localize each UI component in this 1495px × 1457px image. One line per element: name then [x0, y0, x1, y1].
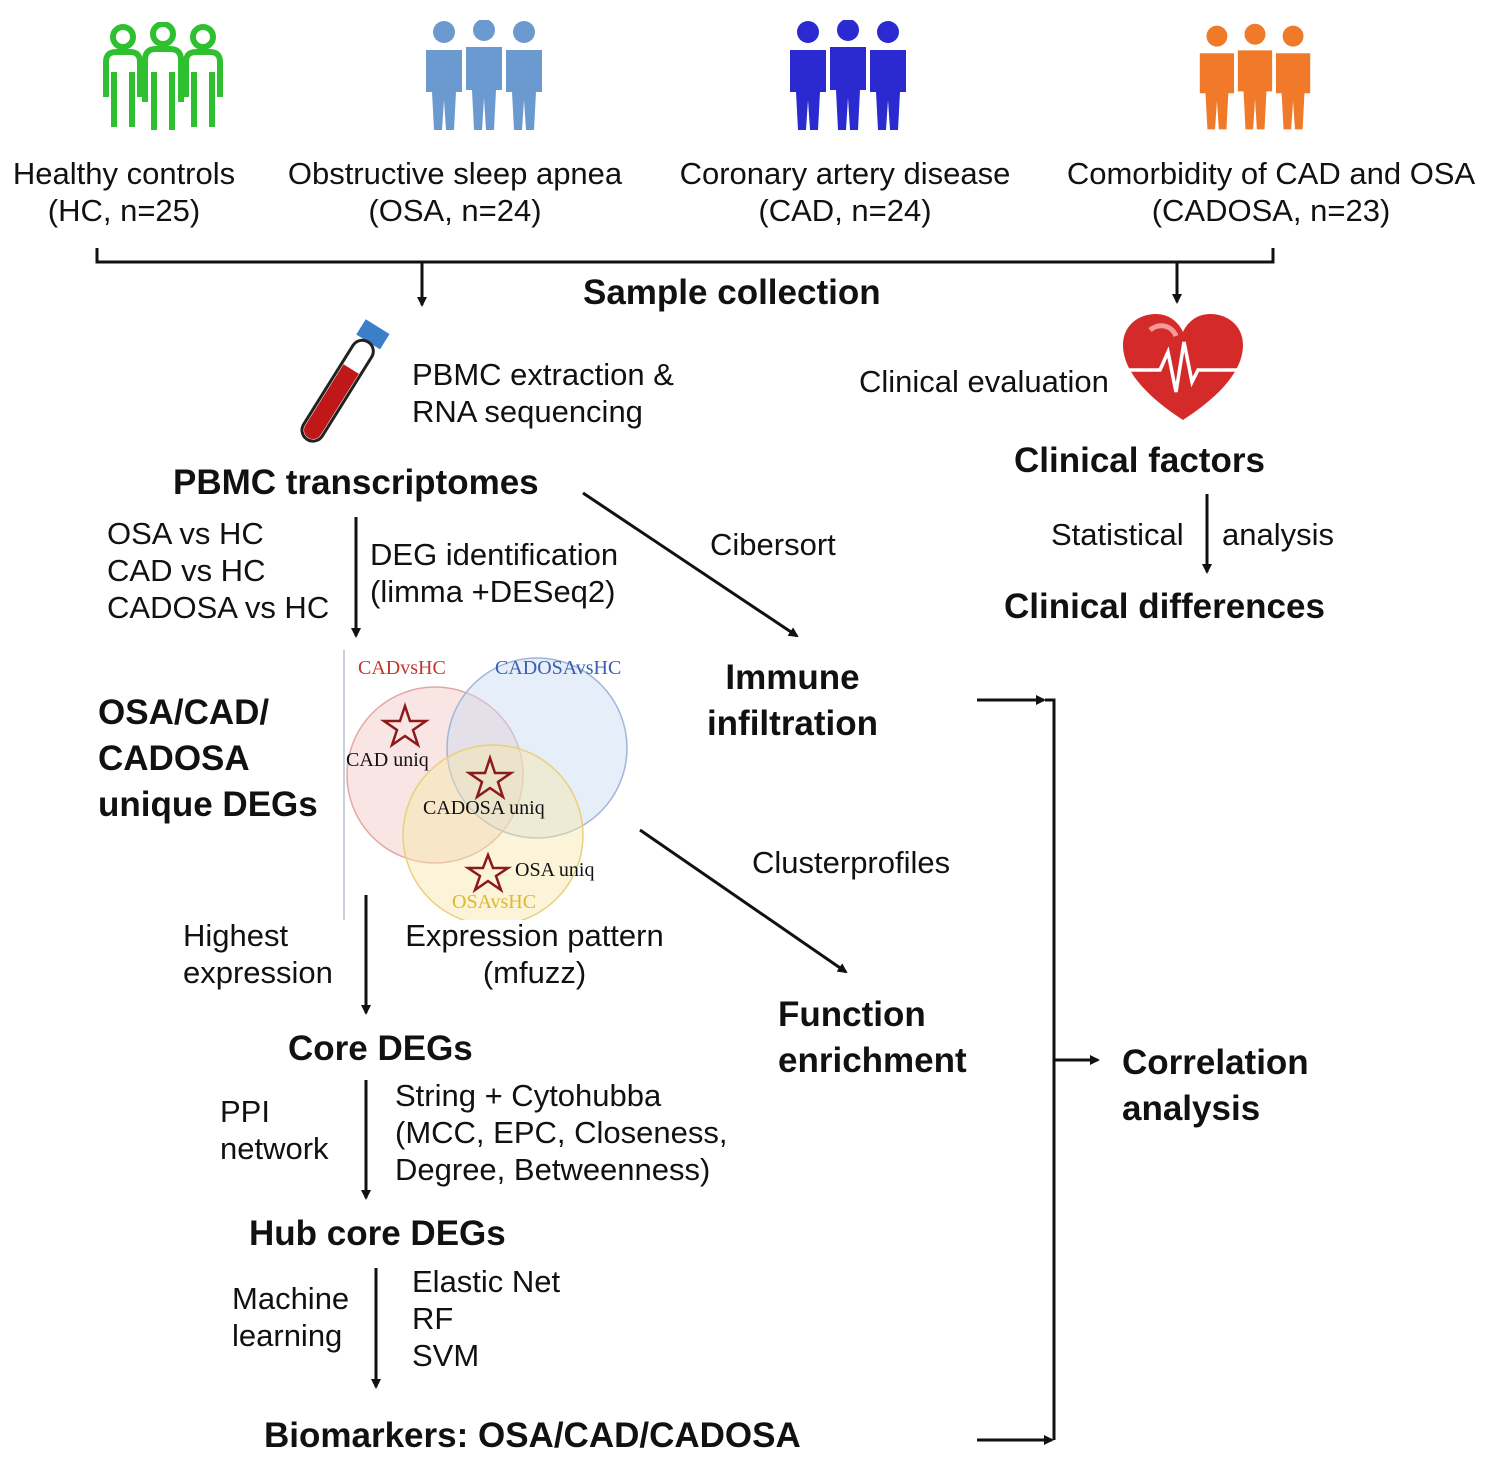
arrow-clusterprofiles: [639, 828, 848, 974]
core-degs-label: Core DEGs: [288, 1029, 473, 1068]
ppi-network-label: PPI network: [220, 1094, 329, 1167]
clinical-differences-label: Clinical differences: [1004, 587, 1325, 626]
heart-icon: [1123, 314, 1243, 420]
venn-cadosa-uniq: CADOSA uniq: [423, 797, 545, 819]
venn-osa-uniq: OSA uniq: [515, 859, 595, 881]
group-osa: Obstructive sleep apnea (OSA, n=24): [287, 156, 623, 229]
arrow-cibersort: [582, 491, 799, 638]
analysis-label: analysis: [1222, 517, 1334, 552]
blood-tube-icon: [300, 319, 390, 443]
string-cytohubba-label: String + Cytohubba (MCC, EPC, Closeness,…: [395, 1078, 728, 1188]
group-bracket: [95, 248, 1275, 264]
clinical-factors-label: Clinical factors: [1014, 441, 1265, 480]
venn-circle-cad: [346, 686, 524, 864]
pbmc-extraction-label: PBMC extraction & RNA sequencing: [412, 357, 674, 430]
venn-shapes: [343, 650, 628, 920]
clusterprofiles-label: Clusterprofiles: [752, 845, 951, 880]
group-cad: Coronary artery disease (CAD, n=24): [679, 156, 1011, 229]
cadosa-people-icon: [1199, 23, 1311, 130]
ml-methods-label: Elastic Net RF SVM: [412, 1264, 561, 1374]
comparisons-label: OSA vs HC CAD vs HC CADOSA vs HC: [107, 516, 330, 626]
immune-infiltration-label: Immune infiltration: [706, 658, 879, 743]
venn-cad-uniq: CAD uniq: [346, 749, 429, 771]
healthy-controls-people-icon: [103, 22, 223, 130]
unique-degs-label: OSA/CAD/ CADOSA unique DEGs: [98, 693, 318, 825]
star-cad-icon: [379, 702, 431, 749]
function-enrichment-label: Function enrichment: [778, 995, 967, 1081]
clinical-evaluation-label: Clinical evaluation: [859, 364, 1109, 399]
biomarkers-label: Biomarkers: OSA/CAD/CADOSA: [264, 1416, 801, 1455]
correlation-analysis-label: Correlation analysis: [1122, 1043, 1309, 1129]
cad-people-icon: [790, 20, 906, 130]
statistical-label: Statistical: [1051, 517, 1184, 552]
venn-label-cad: CADvsHC: [358, 657, 446, 679]
venn-circle-cadosa: [446, 657, 628, 839]
star-cadosa-icon: [464, 754, 516, 801]
sample-collection-label: Sample collection: [583, 273, 881, 312]
highest-expression-label: Highest expression: [183, 918, 333, 991]
machine-learning-label: Machine learning: [232, 1281, 350, 1354]
deg-identification-label: DEG identification (limma +DESeq2): [370, 537, 619, 610]
hub-core-degs-label: Hub core DEGs: [249, 1214, 506, 1253]
cibersort-label: Cibersort: [710, 527, 836, 562]
venn-label-osa: OSAvsHC: [452, 891, 537, 913]
group-healthy-controls: Healthy controls (HC, n=25): [12, 156, 236, 229]
venn-diagram: CADvsHC CADOSAvsHC OSAvsHC CAD uniq CADO…: [340, 650, 640, 920]
star-osa-icon: [463, 851, 513, 894]
pbmc-transcriptomes-label: PBMC transcriptomes: [173, 463, 539, 502]
venn-label-cadosa: CADOSAvsHC: [495, 657, 622, 679]
correlation-bracket: [1045, 698, 1056, 1440]
venn-circle-osa: [402, 744, 584, 920]
expression-pattern-label: Expression pattern (mfuzz): [405, 918, 664, 991]
group-cadosa: Comorbidity of CAD and OSA (CADOSA, n=23…: [1066, 156, 1476, 229]
osa-people-icon: [426, 20, 542, 130]
